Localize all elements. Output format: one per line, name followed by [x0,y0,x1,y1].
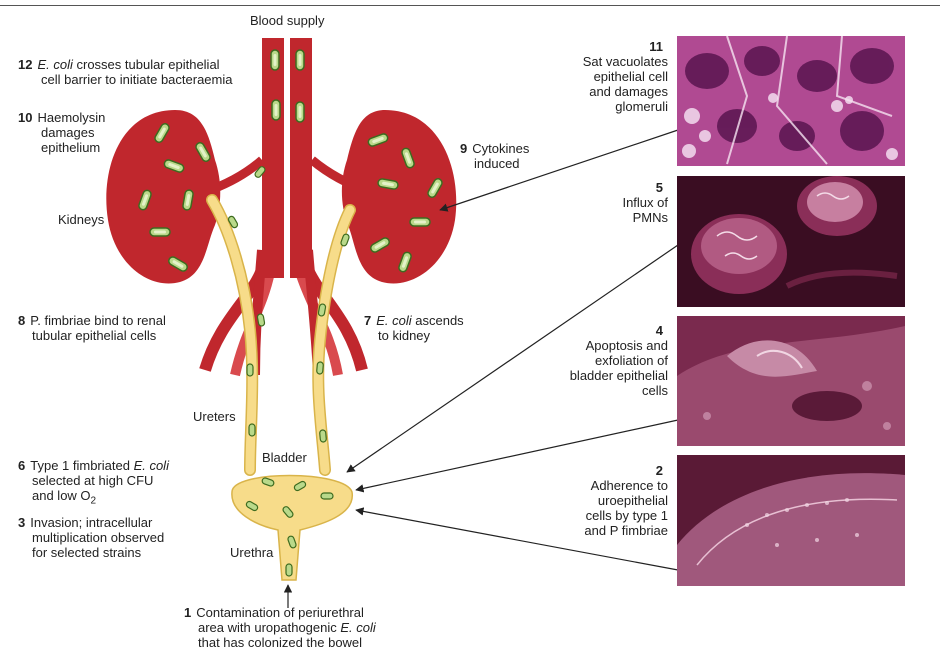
step-1-label: 1 Contamination of periurethral area with… [184,605,376,650]
blood-supply-label: Blood supply [250,13,325,28]
step-text: exfoliation of [595,353,668,368]
step-text: uroepithelial [597,493,668,508]
step-text: Influx of [622,195,668,210]
step-text: and P fimbriae [584,523,668,538]
step-8-label: 8 P. fimbriae bind to renal tubular epith… [18,313,166,343]
step-2-label: 2 Adherence to uroepithelial cells by ty… [540,463,668,538]
step-text: crosses tubular epithelial [72,57,220,72]
step-number: 8 [18,313,26,328]
step-number: 3 [18,515,26,530]
ureters-label: Ureters [193,409,236,424]
step-number: 4 [655,323,663,338]
step-number: 9 [460,141,468,156]
step-number: 2 [655,463,663,478]
left-kidney [106,110,221,284]
ecoli-term: E. coli [340,620,376,635]
step-text: to kidney [378,328,431,343]
step-text: glomeruli [615,99,668,114]
step-number: 11 [649,39,663,54]
step-text: Haemolysin [37,110,106,125]
subscript: 2 [90,495,97,507]
ecoli-term: E. coli [133,458,169,473]
step-text: Sat vacuolates [582,54,668,69]
step-text: damages [41,125,95,140]
step-number: 6 [18,458,26,473]
step-text: tubular epithelial cells [32,328,157,343]
step-text: for selected strains [32,545,142,560]
step-text: Adherence to [590,478,668,493]
step-text: area with uropathogenic [198,620,341,635]
step-text: Type 1 fimbriated [30,458,134,473]
micrograph-11-vacuolated-cells [677,36,905,166]
step-text: Apoptosis and [585,338,668,353]
step-text: epithelial cell [593,69,668,84]
step-number: 10 [18,110,33,125]
step-text: multiplication observed [32,530,165,545]
step-number: 1 [184,605,192,620]
step-7-label: 7 E. coli ascends to kidney [364,313,464,343]
micrograph-5-pmns [677,176,905,307]
step-number: 5 [655,180,663,195]
micrograph-4-apoptosis [677,316,905,446]
step-11-label: 11 Sat vacuolates epithelial cell and da… [540,39,668,114]
step-text: Invasion; intracellular [30,515,153,530]
step-text: Contamination of periurethral [196,605,364,620]
ecoli-term: E. coli [37,57,73,72]
ecoli-term: E. coli [376,313,412,328]
step-text: P. fimbriae bind to renal [30,313,166,328]
step-text: cell barrier to initiate bacteraemia [41,72,233,87]
step-5-label: 5 Influx of PMNs [560,180,668,225]
step-3-label: 3 Invasion; intracellular multiplication … [18,515,164,560]
step-text: induced [474,156,520,171]
kidneys-label: Kidneys [58,212,105,227]
step-number: 7 [364,313,372,328]
step-text: PMNs [632,210,668,225]
step-10-label: 10 Haemolysin damages epithelium [18,110,105,155]
step-text: ascends [411,313,464,328]
step-text: that has colonized the bowel [198,635,363,650]
step-text: cells [641,383,668,398]
step-text: bladder epithelial [569,368,668,383]
urethra-label: Urethra [230,545,274,560]
step-text: and low O [32,488,91,503]
step-12-label: 12 E. coli crosses tubular epithelial cel… [18,57,232,87]
step-text: selected at high CFU [32,473,154,488]
step-text: Cytokines [472,141,530,156]
step-text: epithelium [41,140,101,155]
step-6-label: 6 Type 1 fimbriated E. coli selected at h… [18,458,169,509]
bladder-label: Bladder [262,450,307,465]
step-text: and damages [589,84,668,99]
bladder-shape [231,474,353,581]
step-4-label: 4 Apoptosis and exfoliation of bladder e… [540,323,668,398]
step-number: 12 [18,57,33,72]
step-9-label: 9 Cytokines induced [460,141,529,171]
pointer-arrows [283,129,679,608]
right-kidney [341,110,457,284]
top-rule [0,5,940,6]
step-text: cells by type 1 [585,508,668,523]
micrograph-2-adherence [677,455,905,586]
